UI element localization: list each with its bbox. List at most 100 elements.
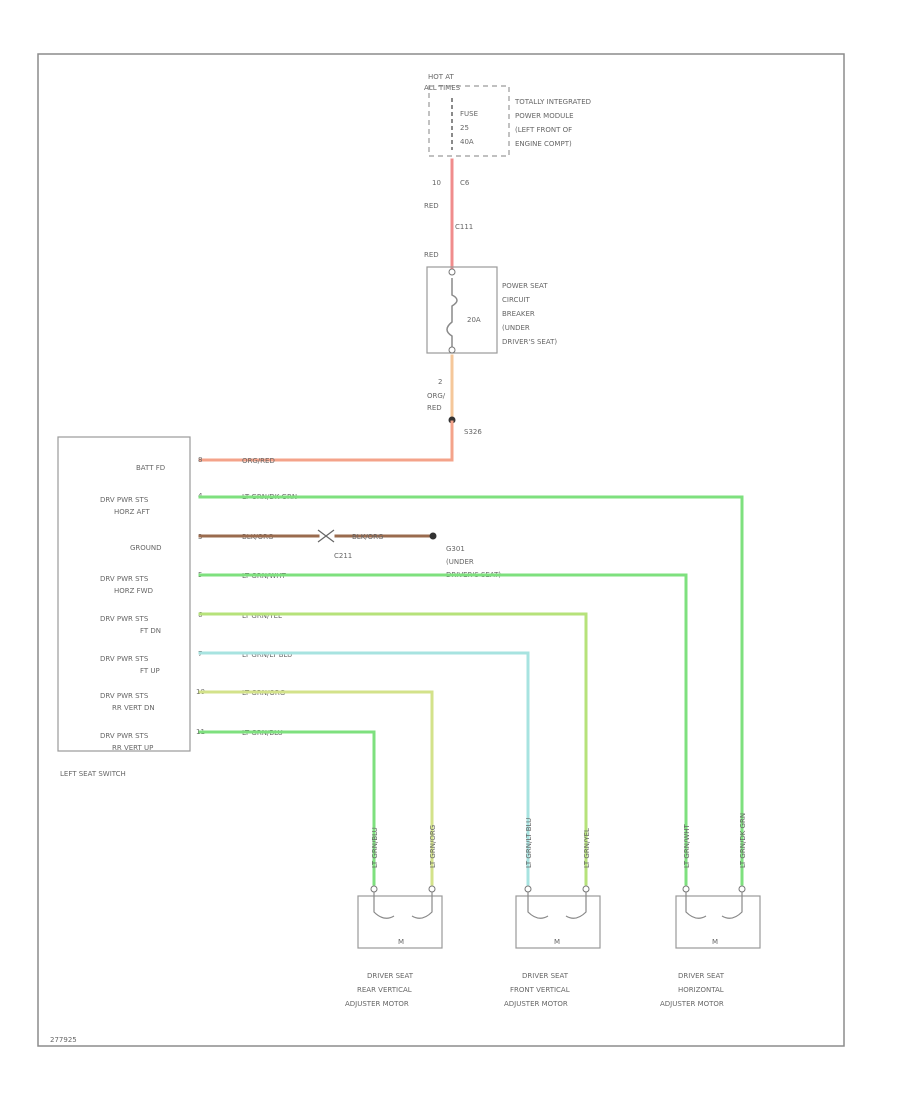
motor-name-1: DRIVER SEAT [367, 972, 414, 980]
switch-box [57, 436, 191, 752]
module-line-4: ENGINE COMPT) [515, 140, 572, 148]
motor-name-2: HORIZONTAL [678, 986, 724, 994]
breaker-line-5: DRIVER'S SEAT) [502, 338, 557, 346]
diagram-frame [37, 53, 845, 1047]
connector-c211: C211 [334, 552, 352, 560]
figure-id: 277925 [50, 1036, 77, 1044]
motor-terminal [582, 885, 590, 893]
breaker-pin-out: 2 [438, 378, 442, 386]
motor-symbol: M [712, 938, 718, 946]
fuse-module-box [428, 85, 510, 157]
motor-name-1: DRIVER SEAT [522, 972, 569, 980]
motor-rear-vertical: M DRIVER SEAT REAR VERTICAL ADJUSTER MOT… [345, 885, 443, 1008]
motor-box [515, 895, 601, 949]
ground-wire-label: BLK/ORG [352, 533, 383, 541]
motor-horizontal: M DRIVER SEAT HORIZONTAL ADJUSTER MOTOR [660, 885, 761, 1008]
power-module: HOT AT ALL TIMES FUSE 25 40A TOTALLY INT… [424, 73, 591, 187]
switch-pin-label: DRV PWR STS [100, 692, 149, 700]
motor-wire-label: LT GRN/BLU [371, 827, 379, 868]
breaker-line-3: BREAKER [502, 310, 535, 318]
motor-wire-label: LT GRN/YEL [583, 828, 591, 868]
connector-c111: C111 [455, 223, 473, 231]
module-line-3: (LEFT FRONT OF [515, 126, 572, 134]
switch-pin-label-2: FT DN [140, 627, 161, 635]
ground-splice-g301 [429, 532, 437, 540]
breaker-terminal-out [448, 346, 456, 354]
wire-org-red-switch [198, 420, 454, 462]
hot-label-2: ALL TIMES [424, 84, 461, 92]
wire-ltgrn-wht [198, 573, 688, 886]
motor-terminal [524, 885, 532, 893]
motor-name-2: REAR VERTICAL [357, 986, 412, 994]
module-line-1: TOTALLY INTEGRATED [514, 98, 591, 106]
wire-label-ltgrn-ltblu: LT GRN/LT BLU [242, 651, 292, 659]
switch-pin-label: DRV PWR STS [100, 575, 149, 583]
fuse-rating: 40A [460, 138, 474, 146]
wire-ltgrn-org [198, 690, 434, 886]
wire-color-red-1: RED [424, 202, 439, 210]
switch-pin-label-2: RR VERT UP [112, 744, 153, 752]
motor-name-3: ADJUSTER MOTOR [345, 1000, 409, 1008]
motor-wire-label: LT GRN/ORG [429, 825, 437, 868]
motor-leads [685, 892, 743, 919]
motor-wire-label: LT GRN/LT BLU [525, 818, 533, 868]
motor-leads [527, 892, 587, 919]
motor-symbol: M [398, 938, 404, 946]
motor-wire-label: LT GRN/DK GRN [739, 813, 747, 868]
motor-wire-label: LT GRN/WHT [683, 823, 691, 868]
motor-name-2: FRONT VERTICAL [510, 986, 570, 994]
breaker-terminal-in [448, 268, 456, 276]
wire-ltgrn-dkgrn [198, 495, 744, 886]
motor-front-vertical: M DRIVER SEAT FRONT VERTICAL ADJUSTER MO… [504, 885, 601, 1008]
motor-terminal [370, 885, 378, 893]
breaker-line-2: CIRCUIT [502, 296, 531, 304]
breaker-rating: 20A [467, 316, 481, 324]
module-line-2: POWER MODULE [515, 112, 574, 120]
motor-name-1: DRIVER SEAT [678, 972, 725, 980]
switch-pin-number: 8 [198, 456, 202, 464]
wire-color-red-2: RED [424, 251, 439, 259]
motor-symbol: M [554, 938, 560, 946]
motor-terminal [428, 885, 436, 893]
motor-name-3: ADJUSTER MOTOR [504, 1000, 568, 1008]
switch-pin-label-2: HORZ FWD [114, 587, 153, 595]
breaker-line-1: POWER SEAT [502, 282, 548, 290]
switch-pin-label: GROUND [130, 544, 162, 552]
ground-splice-label: G301 [446, 545, 465, 553]
fuse-name: FUSE [460, 110, 478, 118]
switch-pin-label-2: HORZ AFT [114, 508, 150, 516]
breaker-box [426, 266, 498, 354]
switch-pin-label: BATT FD [136, 464, 165, 472]
circuit-breaker: 20A POWER SEAT CIRCUIT BREAKER (UNDER DR… [426, 266, 557, 354]
fuse-number: 25 [460, 124, 469, 132]
switch-pin-label: DRV PWR STS [100, 655, 149, 663]
motor-terminal [682, 885, 690, 893]
splice-s326 [448, 416, 456, 424]
switch-title: LEFT SEAT SWITCH [60, 770, 126, 778]
ground-line-1: (UNDER [446, 558, 474, 566]
wire-ltgrn-ltblu [198, 651, 530, 886]
wire-label-ltgrn-yel: LT GRN/YEL [242, 612, 282, 620]
left-seat-switch: LEFT SEAT SWITCH BATT FD DRV PWR STS HOR… [57, 436, 205, 778]
motor-box [357, 895, 443, 949]
switch-pin-label: DRV PWR STS [100, 496, 149, 504]
connector-c211-symbol [317, 529, 335, 543]
breaker-element [446, 278, 458, 348]
hot-label-1: HOT AT [428, 73, 455, 81]
switch-pin-label: DRV PWR STS [100, 732, 149, 740]
splice-s326-label: S326 [464, 428, 482, 436]
switch-pin-label-2: RR VERT DN [112, 704, 155, 712]
motor-terminal [738, 885, 746, 893]
switch-pin-label-2: FT UP [140, 667, 160, 675]
motor-name-3: ADJUSTER MOTOR [660, 1000, 724, 1008]
motor-leads [373, 892, 433, 919]
wire-ltgrn-blu [198, 730, 376, 886]
breaker-line-4: (UNDER [502, 324, 530, 332]
switch-pin-label: DRV PWR STS [100, 615, 149, 623]
motor-box [675, 895, 761, 949]
wire-color-red-b: RED [427, 404, 442, 412]
wire-label-org-red: ORG/RED [242, 457, 275, 465]
wire-color-org: ORG/ [427, 392, 446, 400]
wire-ltgrn-yel [198, 612, 588, 886]
